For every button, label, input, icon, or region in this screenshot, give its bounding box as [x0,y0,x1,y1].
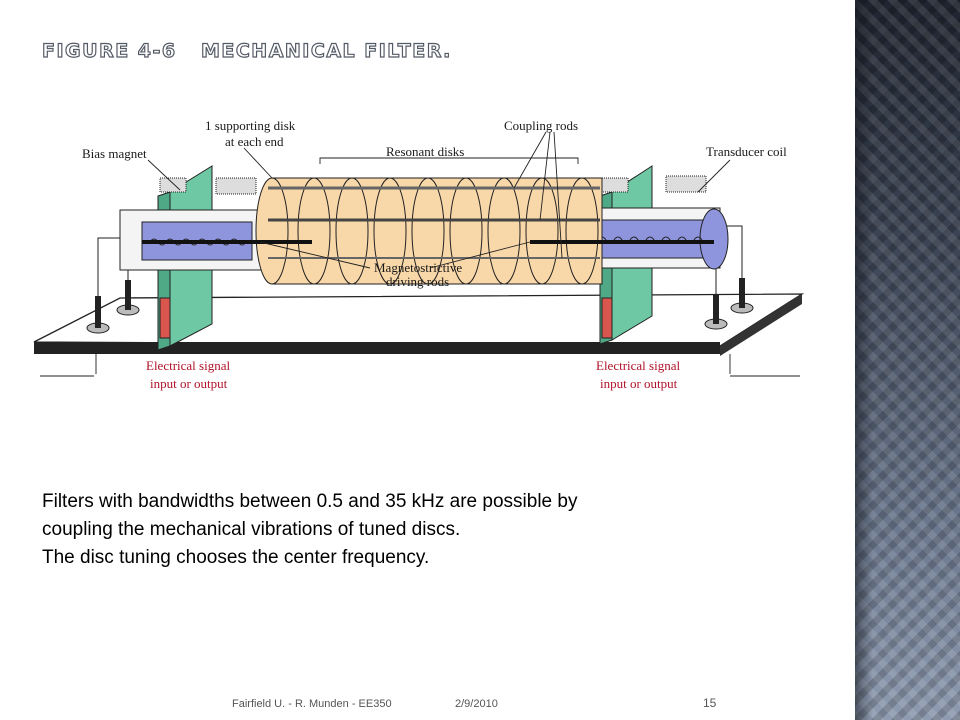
supporting-disk-right [565,177,599,285]
label-signal-right-1: Electrical signal [596,358,680,373]
label-signal-left-1: Electrical signal [146,358,230,373]
slide-title: Figure 4-6 Mechanical filter. [41,39,452,62]
bias-magnet-left-side [215,177,257,195]
slide-number: 15 [703,696,717,710]
label-bias-magnet: Bias magnet [82,146,147,161]
decorative-side-panel [855,0,960,720]
body-text: Filters with bandwidths between 0.5 and … [42,488,742,572]
resonant-disk-7 [525,177,559,285]
label-resonant-disks: Resonant disks [386,144,464,159]
mechanical-filter-diagram: 1 supporting disk at each end Resonant d… [30,108,810,408]
base-plate-edge [34,342,720,354]
terminal-left-2 [116,280,140,316]
label-driving-rods-2: driving rods [386,274,449,289]
terminal-right-1 [704,294,728,330]
label-signal-left-2: input or output [150,376,228,391]
body-line-1: Filters with bandwidths between 0.5 and … [42,491,578,512]
label-driving-rods-1: Magnetostrictive [374,260,462,275]
label-coupling-rods: Coupling rods [504,118,578,133]
footer-date: 2/9/2010 [455,698,498,710]
resonant-disk-6 [487,177,521,285]
supporting-disk-left [255,177,289,285]
diagram-svg: 1 supporting disk at each end Resonant d… [33,118,805,391]
body-line-2: coupling the mechanical vibrations of tu… [42,519,461,540]
label-supporting-disk-2: at each end [225,134,284,149]
label-signal-right-2: input or output [600,376,678,391]
bias-magnet-right-top [601,177,629,193]
terminal-right-2 [730,278,754,314]
body-line-3: The disc tuning chooses the center frequ… [42,547,430,568]
bias-magnet-left-top [159,177,187,193]
leader-lines [40,131,800,377]
resonant-disk-2 [335,177,369,285]
base-plate-edge-right [720,294,802,356]
resonant-disk-1 [297,177,331,285]
label-transducer-coil: Transducer coil [706,144,787,159]
footer-course: Fairfield U. - R. Munden - EE350 [232,698,392,710]
terminal-left-1 [86,296,110,334]
base-plate [33,293,805,347]
label-supporting-disk-1: 1 supporting disk [205,118,296,133]
